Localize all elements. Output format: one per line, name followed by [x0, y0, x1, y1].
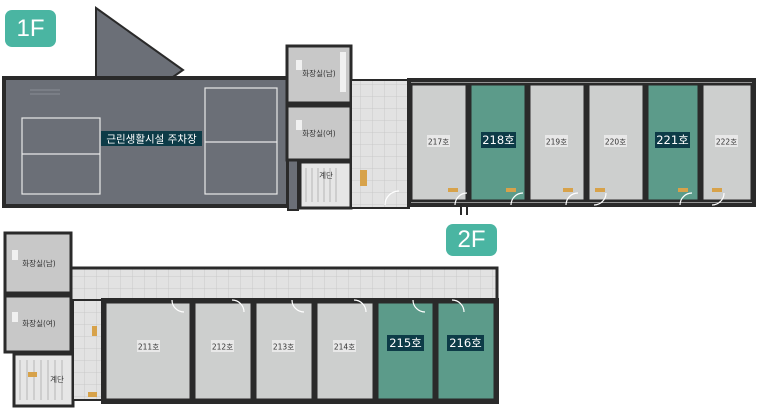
- floor2-unit-label: 214호: [334, 343, 355, 352]
- floor1-unit-label: 221호: [656, 133, 689, 147]
- floor1-units: [409, 82, 754, 203]
- floor1-stairs-room: [298, 160, 353, 210]
- floor1-unit-label-box: [427, 135, 450, 147]
- floor2-corridor-west: [72, 299, 104, 401]
- floor1-parking-hatch: [30, 89, 60, 95]
- floor1-unit-label-box: [604, 135, 627, 147]
- floor2-unit-label-box: [211, 340, 234, 352]
- floor2-unit-label: 212호: [212, 343, 233, 352]
- floor2-shops-outline: [101, 298, 499, 404]
- floor2-stairs-label: 계단: [50, 374, 64, 384]
- floor2-unit-label-box: [447, 335, 484, 351]
- floor2-units: [103, 300, 497, 402]
- floor-1-badge: 1F: [5, 10, 56, 47]
- floor1-fixture: [340, 52, 346, 92]
- floor1-restroom-female-label: 화장실(여): [302, 128, 336, 138]
- floor2-stair-mark: [28, 372, 37, 377]
- floor1-fixture: [296, 120, 302, 130]
- floor1-stairs-label: 계단: [319, 170, 333, 180]
- floor1-parking-tower: [95, 6, 185, 87]
- floor2-stairs-room: [12, 352, 75, 408]
- floor2-corridor: [69, 266, 499, 304]
- floor2-restroom-male-label: 화장실(남): [22, 258, 56, 268]
- floor1-entrance-mark: [360, 170, 367, 186]
- floor1-unit-labels: 217호 218호 219호 220호 221호 222호: [427, 132, 738, 148]
- floor1-unit-label: 218호: [482, 133, 515, 147]
- floor1-stair-treads: [305, 168, 337, 202]
- floor1-unit-label-box: [655, 132, 690, 148]
- floor1-shops-outline: [407, 78, 756, 207]
- floor1-unit-label: 222호: [716, 138, 737, 147]
- floor1-fixture: [296, 60, 302, 70]
- floor1-unit-room: [700, 82, 754, 203]
- floor1-restroom-male-label: 화장실(남): [302, 68, 336, 78]
- floor1-unit-label-box: [545, 135, 568, 147]
- floor2-restroom-female-room: [3, 294, 73, 354]
- floor2-unit-label: 213호: [273, 343, 294, 352]
- floor1-unit-label: 219호: [546, 138, 567, 147]
- floor2-unit-label-box: [137, 340, 160, 352]
- floor2-unit-label-box: [333, 340, 356, 352]
- floor-2-badge: 2F: [446, 224, 497, 256]
- floor1-parking-bays: [21, 87, 278, 195]
- floor1-corridor: [350, 79, 410, 209]
- floor2-unit-label-box: [387, 335, 424, 351]
- floor2-fixture: [12, 312, 18, 322]
- floor1-parking-label-box: [101, 131, 202, 146]
- floor2-unit-label: 216호: [449, 336, 482, 350]
- floor1-unit-label: 220호: [605, 138, 626, 147]
- floor1-parking-annex: [287, 159, 299, 211]
- floor2-stair-treads: [19, 360, 63, 400]
- floor2-fixture: [12, 250, 18, 260]
- floor2-unit-labels: 211호 212호 213호 214호 215호 216호: [137, 335, 484, 352]
- floor1-door-marks: [448, 188, 722, 192]
- floor2-doors: [171, 299, 465, 313]
- floor2-restroom-male-room: [3, 231, 73, 295]
- floor1-unit-label-box: [481, 132, 516, 148]
- floor1-restroom-female-room: [285, 104, 353, 162]
- floor1-doors: [384, 190, 725, 206]
- floor1-parking-label: 근린생활시설 주차장: [106, 133, 197, 146]
- floor2-unit-label: 215호: [389, 336, 422, 350]
- floor2-unit-label-box: [272, 340, 295, 352]
- floor2-door-marks: [88, 326, 97, 397]
- floor1-unit-label-box: [715, 135, 738, 147]
- floor2-unit-label: 211호: [138, 343, 159, 352]
- floor2-restroom-female-label: 화장실(여): [22, 318, 56, 328]
- floor1-unit-label: 217호: [428, 138, 449, 147]
